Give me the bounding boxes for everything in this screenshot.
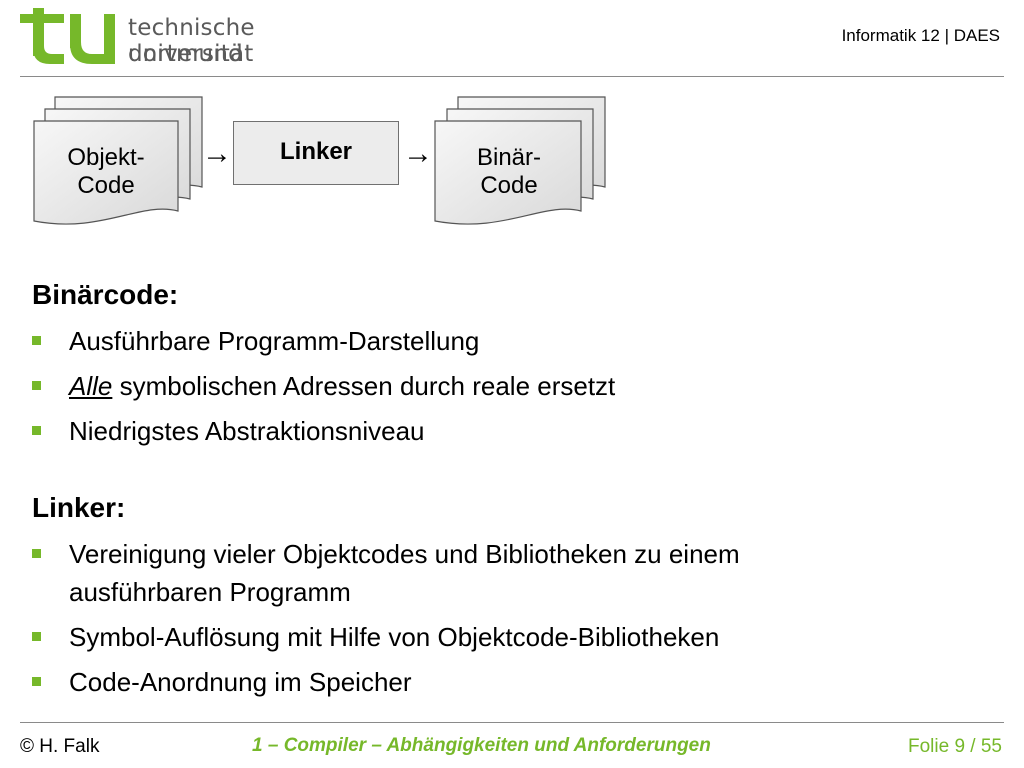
list-item: Alle symbolischen Adressen durch reale e… bbox=[32, 367, 932, 405]
footer-chapter-title: 1 – Compiler – Abhängigkeiten und Anford… bbox=[252, 735, 711, 756]
footer-author: © H. Falk bbox=[20, 736, 100, 757]
footer-divider bbox=[20, 722, 1004, 723]
bullet-square-icon bbox=[32, 336, 41, 345]
slide-number: Folie 9 / 55 bbox=[908, 736, 1002, 757]
course-label: Informatik 12 | DAES bbox=[841, 26, 1000, 45]
binaercode-bullet-list: Ausführbare Programm-Darstellung Alle sy… bbox=[32, 322, 932, 457]
linker-diagram: Objekt- Code Binär- Code bbox=[25, 92, 645, 242]
university-name-line2: dortmund bbox=[128, 41, 243, 67]
section-title-linker: Linker: bbox=[32, 492, 126, 523]
object-code-label: Objekt- Code bbox=[67, 144, 145, 199]
emphasis-word: Alle bbox=[69, 371, 113, 401]
university-name-line1: technische universität bbox=[128, 15, 255, 67]
linker-bullet-list: Vereinigung vieler Objektcodes und Bibli… bbox=[32, 535, 932, 708]
linker-box: Linker bbox=[233, 121, 399, 185]
list-item: Niedrigstes Abstraktionsniveau bbox=[32, 412, 932, 450]
arrow-right-icon: → bbox=[403, 137, 433, 170]
bullet-square-icon bbox=[32, 381, 41, 390]
bullet-square-icon bbox=[32, 549, 41, 558]
document-stacks-graphic bbox=[33, 96, 606, 225]
list-item: Ausführbare Programm-Darstellung bbox=[32, 322, 932, 360]
tu-logo-mark-icon bbox=[20, 8, 115, 64]
section-title-binaercode: Binärcode: bbox=[32, 279, 179, 310]
bullet-square-icon bbox=[32, 426, 41, 435]
object-code-document-stack-icon bbox=[33, 96, 203, 225]
bullet-square-icon bbox=[32, 632, 41, 641]
tu-dortmund-logo: technische universität dortmund bbox=[20, 8, 380, 72]
arrow-right-icon: → bbox=[202, 137, 232, 170]
bullet-square-icon bbox=[32, 677, 41, 686]
binary-code-document-stack-icon bbox=[434, 96, 606, 225]
binary-code-label: Binär- Code bbox=[476, 144, 542, 199]
list-item: Vereinigung vieler Objektcodes und Bibli… bbox=[32, 535, 932, 611]
list-item: Symbol-Auflösung mit Hilfe von Objektcod… bbox=[32, 618, 932, 656]
header-divider bbox=[20, 76, 1004, 77]
list-item: Code-Anordnung im Speicher bbox=[32, 663, 932, 701]
